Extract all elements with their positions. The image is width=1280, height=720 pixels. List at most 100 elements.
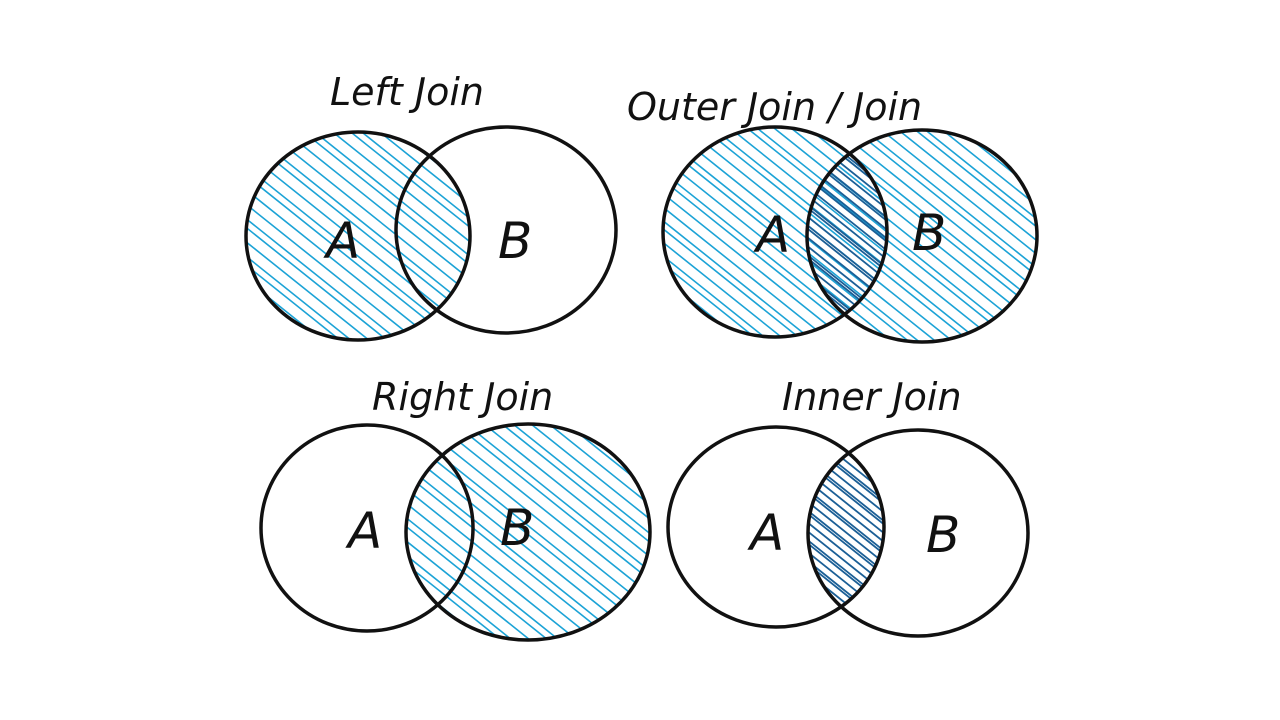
hatch-stroke xyxy=(833,420,1114,645)
hatch-stroke xyxy=(1108,125,1280,340)
hatch-stroke xyxy=(808,430,857,621)
hatch-stroke xyxy=(663,127,942,342)
hatch-stroke xyxy=(663,127,871,342)
hatch-stroke xyxy=(572,424,650,640)
hatch-stroke xyxy=(246,132,347,340)
hatch-stroke xyxy=(352,132,470,340)
hatch-stroke xyxy=(1157,120,1280,345)
hatch-stroke xyxy=(869,430,1028,621)
hatch-stroke xyxy=(719,127,1003,342)
inner-join-circle-b xyxy=(806,428,1030,638)
hatch-stroke xyxy=(246,132,459,340)
hatch-stroke xyxy=(663,127,881,342)
hatch-stroke xyxy=(246,132,394,340)
hatch-stroke xyxy=(1113,120,1280,345)
hatch-stroke xyxy=(912,127,1037,342)
hatch-stroke xyxy=(981,130,1037,341)
hatch-stroke xyxy=(880,430,1028,621)
inner-join-label-a: A xyxy=(747,504,784,562)
hatch-stroke xyxy=(1086,125,1280,340)
hatch-stroke xyxy=(406,424,520,640)
hatch-stroke xyxy=(1184,120,1280,345)
outer-join-label-b: B xyxy=(912,204,946,262)
hatch-stroke xyxy=(1060,125,1280,340)
hatch-stroke xyxy=(885,127,1037,342)
hatch-stroke xyxy=(954,430,1028,621)
hatch-stroke xyxy=(246,132,470,340)
hatch-stroke xyxy=(692,127,976,342)
hatch-stroke xyxy=(990,127,1037,342)
right-join-circle-a xyxy=(259,423,475,633)
hatch-stroke xyxy=(663,127,820,342)
hatch-stroke xyxy=(663,127,732,342)
hatch-stroke xyxy=(663,127,898,342)
hatch-stroke xyxy=(1006,430,1028,621)
hatch-stroke xyxy=(844,420,1125,645)
hatch-stroke xyxy=(323,132,470,340)
hatch-stroke xyxy=(1017,127,1037,342)
hatch-stroke xyxy=(808,430,1009,621)
hatch-stroke xyxy=(1071,125,1280,340)
hatch-stroke xyxy=(246,132,441,340)
hatch-stroke xyxy=(1021,430,1028,621)
hatch-stroke xyxy=(406,132,470,340)
hatch-stroke xyxy=(824,127,1037,342)
hatch-stroke xyxy=(406,424,509,640)
hatch-stroke xyxy=(1201,120,1280,345)
hatch-stroke xyxy=(944,130,1037,341)
hatch-stroke xyxy=(663,127,776,342)
hatch-stroke xyxy=(663,127,837,342)
hatch-stroke xyxy=(995,430,1028,621)
hatch-stroke xyxy=(246,132,376,340)
outer-join-diagram: Outer Join / Join A B xyxy=(627,85,1280,345)
hatch-stroke xyxy=(808,430,879,621)
left-join-circle-b xyxy=(394,125,618,335)
hatch-stroke xyxy=(902,127,1037,342)
hatch-stroke xyxy=(808,430,883,621)
hatch-stroke xyxy=(862,420,1143,645)
hatch-stroke xyxy=(1123,120,1280,345)
hatch-stroke xyxy=(1140,120,1280,345)
hatch-stroke xyxy=(808,430,931,621)
hatch-stroke xyxy=(1048,430,1280,620)
hatch-stroke xyxy=(984,430,1028,621)
hatch-stroke xyxy=(808,430,905,621)
hatch-stroke xyxy=(246,132,311,340)
hatch-stroke xyxy=(417,132,470,340)
outer-join-circle-b xyxy=(805,128,1039,344)
hatch-stroke xyxy=(807,130,1026,341)
hatch-stroke xyxy=(808,430,1020,621)
hatch-stroke xyxy=(1052,120,1280,345)
hatch-stroke xyxy=(406,424,603,640)
hatch-stroke xyxy=(1082,125,1280,340)
hatch-stroke xyxy=(1007,130,1037,341)
hatch-stroke xyxy=(880,420,1161,645)
hatch-stroke xyxy=(969,430,1028,621)
hatch-stroke xyxy=(808,430,894,621)
hatch-stroke xyxy=(525,424,650,640)
hatch-stroke xyxy=(370,132,470,340)
hatch-stroke xyxy=(406,424,556,640)
hatch-stroke xyxy=(305,132,470,340)
hatch-stroke xyxy=(808,430,909,621)
hatch-stroke xyxy=(854,430,1028,621)
hatch-stroke xyxy=(276,132,470,340)
hatch-stroke xyxy=(543,424,650,640)
hatch-stroke xyxy=(992,130,1037,341)
hatch-stroke xyxy=(501,125,776,345)
hatch-stroke xyxy=(431,424,650,640)
hatch-stroke xyxy=(519,125,794,345)
hatch-stroke xyxy=(413,424,650,640)
hatch-stroke xyxy=(841,127,1037,342)
hatch-stroke xyxy=(246,132,293,340)
hatch-stroke xyxy=(453,132,470,340)
hatch-stroke xyxy=(663,127,766,342)
left-join-title: Left Join xyxy=(330,70,484,114)
hatch-stroke xyxy=(246,132,470,340)
hatch-stroke xyxy=(818,130,1037,341)
hatch-stroke xyxy=(406,424,567,640)
hatch-stroke xyxy=(807,130,885,341)
hatch-stroke xyxy=(1081,430,1280,620)
hatch-stroke xyxy=(1018,130,1037,341)
